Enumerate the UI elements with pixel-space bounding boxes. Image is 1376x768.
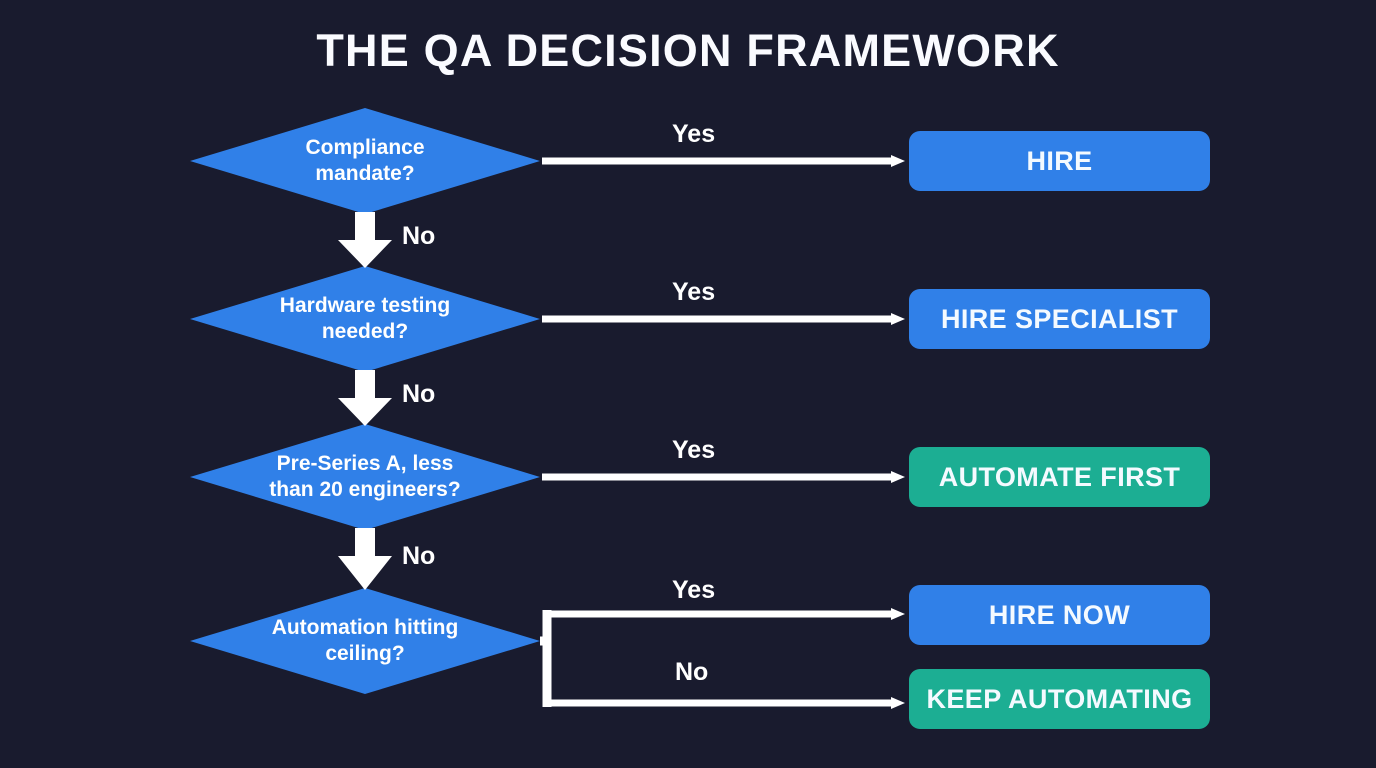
decision-diamond-stage[interactable] (190, 424, 540, 530)
outcome-box-keep-automating[interactable]: KEEP AUTOMATING (909, 669, 1210, 729)
edge-label-yes-3: Yes (672, 436, 716, 464)
edge-label-yes-4: Yes (672, 576, 716, 604)
arrow-no-1 (338, 212, 392, 268)
decision-diamond-compliance[interactable] (190, 108, 540, 214)
page-title: THE QA DECISION FRAMEWORK (316, 25, 1060, 76)
arrow-no-2 (338, 370, 392, 426)
outcome-box-hire-now[interactable]: HIRE NOW (909, 585, 1210, 645)
outcome-label: HIRE SPECIALIST (940, 303, 1179, 334)
arrow-no-3 (338, 528, 392, 590)
decision-diamond-hardware[interactable] (190, 266, 540, 372)
outcome-box-hire-specialist[interactable]: HIRE SPECIALIST (909, 289, 1210, 349)
outcome-label: KEEP AUTOMATING (926, 683, 1193, 714)
outcome-label: HIRE NOW (988, 599, 1131, 630)
outcome-box-hire[interactable]: HIRE (909, 131, 1210, 191)
outcome-label: HIRE (1026, 145, 1093, 176)
edge-label-yes-1: Yes (672, 120, 716, 148)
edge-label-no-4: No (675, 658, 709, 686)
edge-label-yes-2: Yes (672, 278, 716, 306)
outcome-label: AUTOMATE FIRST (938, 461, 1181, 492)
decision-diamond-ceiling[interactable] (190, 588, 540, 694)
edge-label-no-1: No (402, 222, 436, 250)
edge-label-no-3: No (402, 542, 436, 570)
outcome-box-automate-first[interactable]: AUTOMATE FIRST (909, 447, 1210, 507)
edge-label-no-2: No (402, 380, 436, 408)
